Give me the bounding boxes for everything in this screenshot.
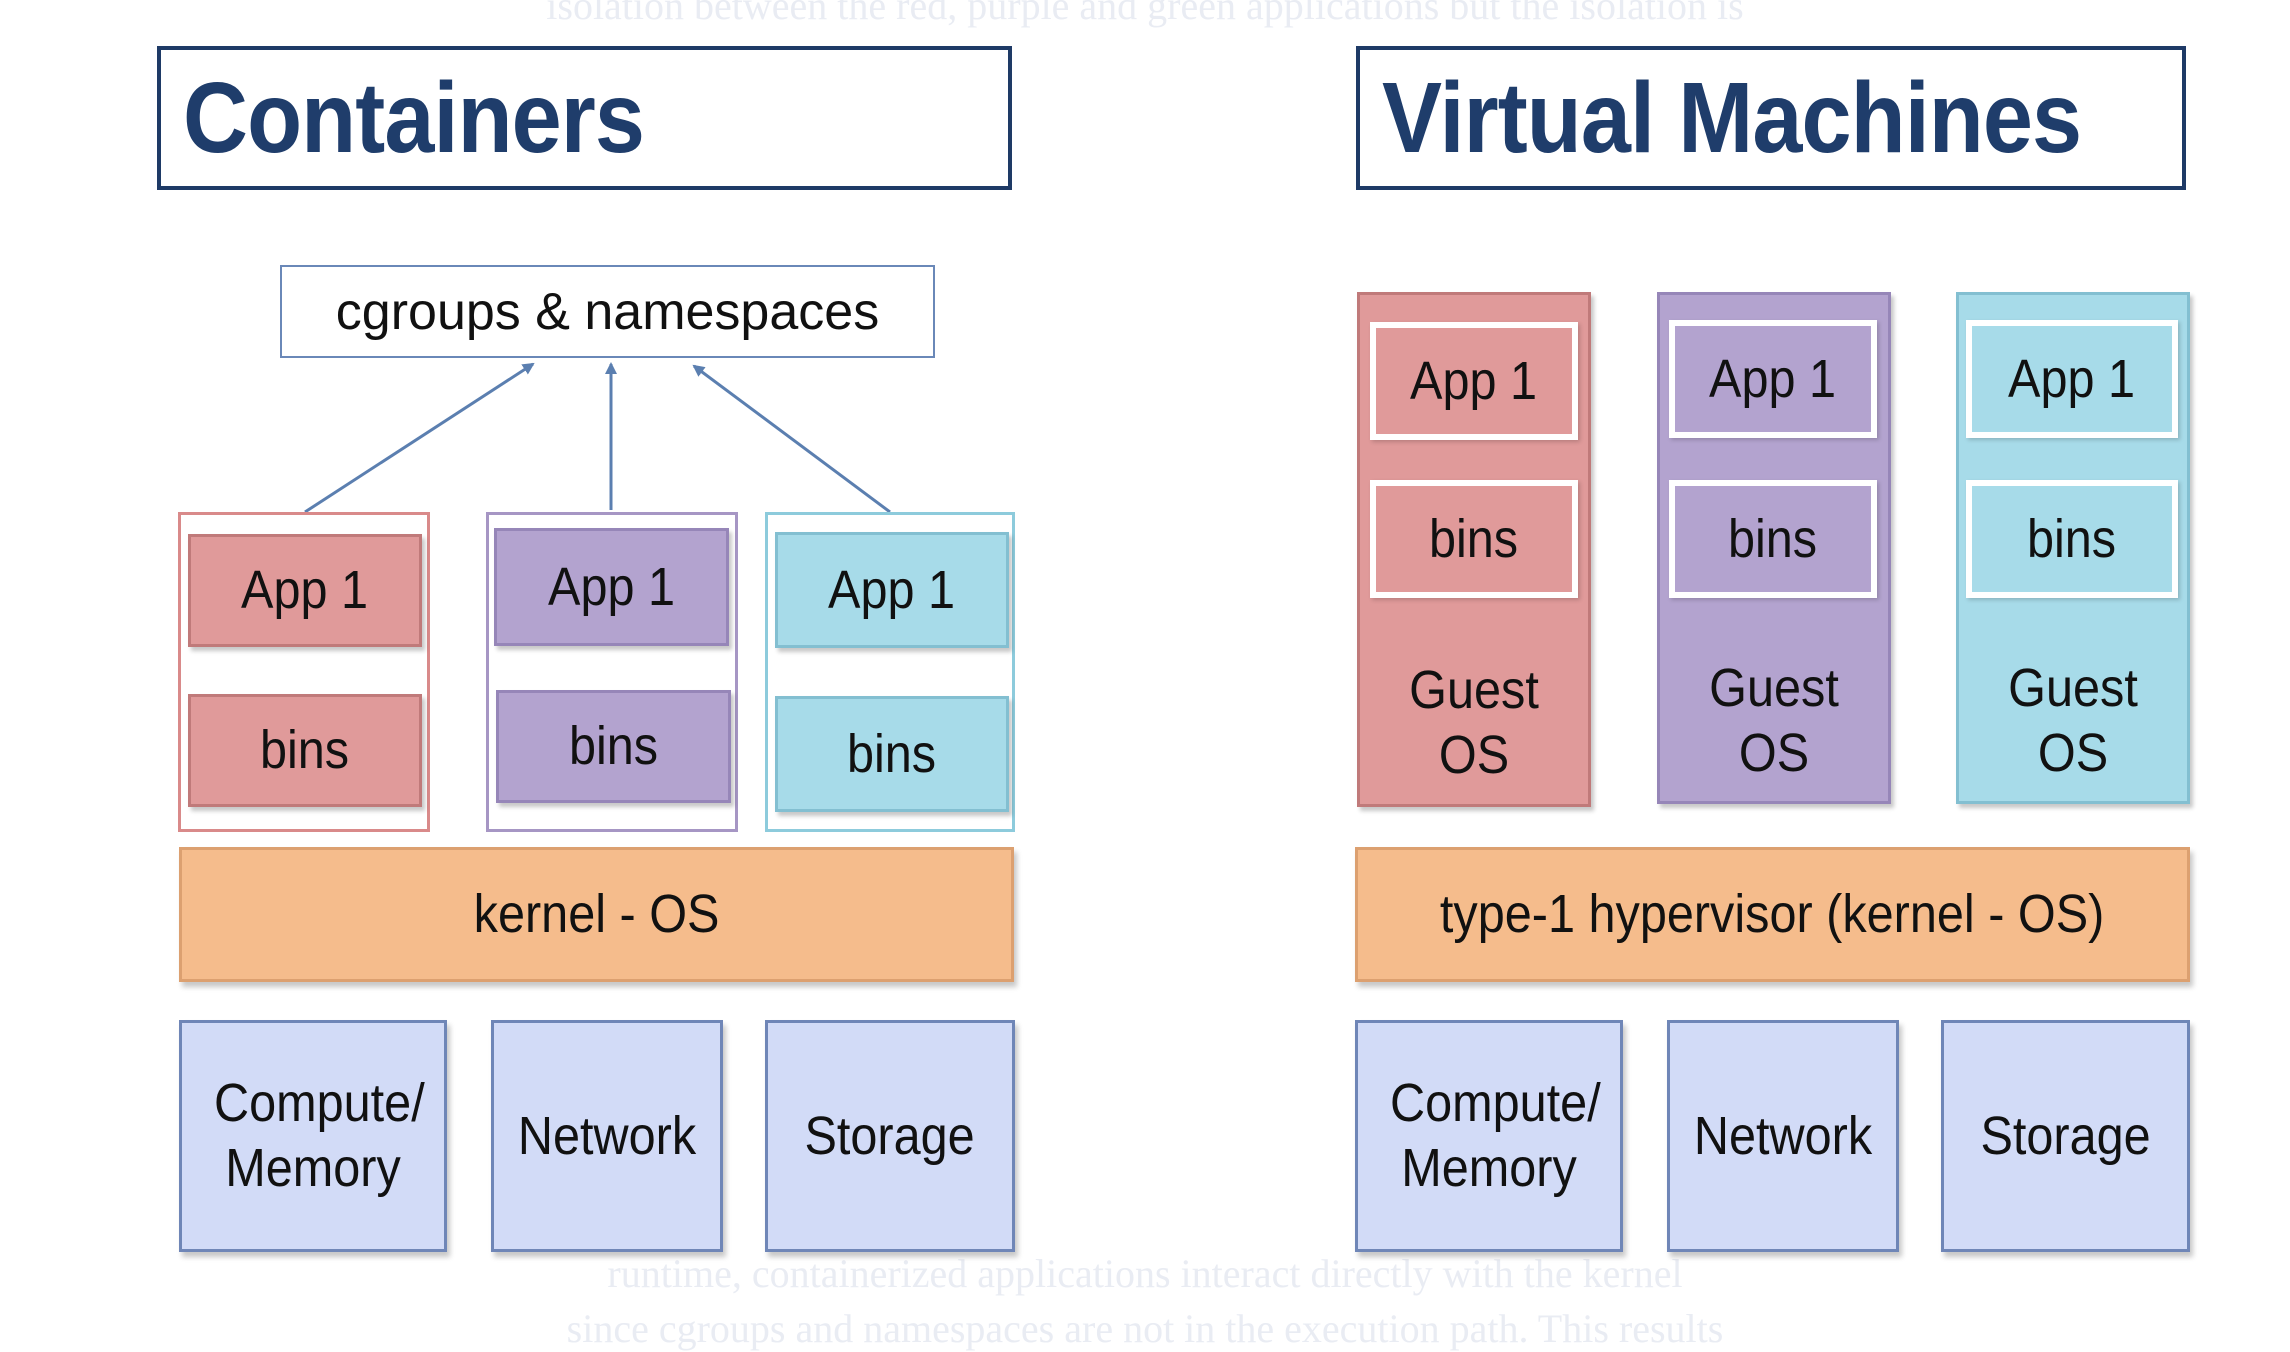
arrow-red-to-cgroups [304,362,535,514]
vm-red-bins-label: bins [1429,508,1519,569]
cgroups-namespaces-label: cgroups & namespaces [335,282,880,341]
vm-red-app-label: App 1 [1410,350,1538,411]
cgroups-namespaces-box: cgroups & namespaces [280,265,935,358]
vm-cyan-bins: bins [1966,480,2178,598]
container-purple-app: App 1 [494,528,729,646]
vms-title-box: Virtual Machines [1356,46,2186,190]
container-hw-storage-label: Storage [804,1105,976,1166]
container-red-bins: bins [188,694,422,807]
container-cyan-bins: bins [775,696,1009,812]
container-purple-bins: bins [496,690,731,803]
vm-hw-network: Network [1667,1020,1899,1252]
vm-cyan-bins-label: bins [2027,508,2117,569]
vm-cyan-app: App 1 [1966,320,2178,438]
container-hw-storage: Storage [765,1020,1015,1252]
vm-red-app: App 1 [1370,322,1578,440]
container-red-bins-label: bins [260,720,350,781]
vm-purple-app: App 1 [1669,320,1877,438]
vm-red-bins: bins [1370,480,1578,598]
vm-cyan-guest-os: Guest OS [1956,646,2190,796]
vm-purple-bins: bins [1669,480,1877,598]
container-kernel-os-label: kernel - OS [473,884,720,945]
vm-cyan-app-label: App 1 [2008,348,2136,409]
vm-hw-storage-label: Storage [1980,1105,2151,1166]
container-red-app-label: App 1 [241,560,369,621]
vm-purple-guest-os: Guest OS [1657,646,1891,796]
container-cyan-bins-label: bins [847,723,937,784]
container-hw-network: Network [491,1020,723,1252]
vm-hypervisor: type-1 hypervisor (kernel - OS) [1355,847,2190,982]
container-cyan-app-label: App 1 [828,559,956,620]
vm-hw-compute-memory: Compute/ Memory [1355,1020,1623,1252]
container-purple-app-label: App 1 [547,556,676,617]
container-hw-compute-memory-label: Compute/ Memory [214,1073,425,1198]
container-purple-bins-label: bins [568,716,659,777]
vm-red-guest-os: Guest OS [1357,648,1591,798]
container-hw-network-label: Network [517,1105,697,1166]
container-cyan-app: App 1 [775,532,1009,648]
vms-title: Virtual Machines [1382,62,2082,174]
containers-title-box: Containers [157,46,1012,190]
vm-hw-storage: Storage [1941,1020,2190,1252]
background-text-top: isolation between the red, purple and gr… [546,0,1744,28]
background-text-bottom-1: runtime, containerized applications inte… [607,1251,1683,1296]
vm-hw-compute-memory-label: Compute/ Memory [1390,1073,1601,1198]
vm-hw-network-label: Network [1693,1105,1873,1166]
arrow-cyan-to-cgroups [692,364,891,514]
vm-cyan-guest-os-label: Guest OS [2008,658,2138,783]
vm-hypervisor-label: type-1 hypervisor (kernel - OS) [1440,884,2105,945]
vm-purple-guest-os-label: Guest OS [1709,658,1839,783]
vm-red-guest-os-label: Guest OS [1409,660,1539,785]
vm-purple-bins-label: bins [1728,508,1818,569]
vm-purple-app-label: App 1 [1709,348,1837,409]
container-red-app: App 1 [188,534,422,647]
containers-title: Containers [183,62,645,174]
container-kernel-os: kernel - OS [179,847,1014,982]
container-hw-compute-memory: Compute/ Memory [179,1020,447,1252]
